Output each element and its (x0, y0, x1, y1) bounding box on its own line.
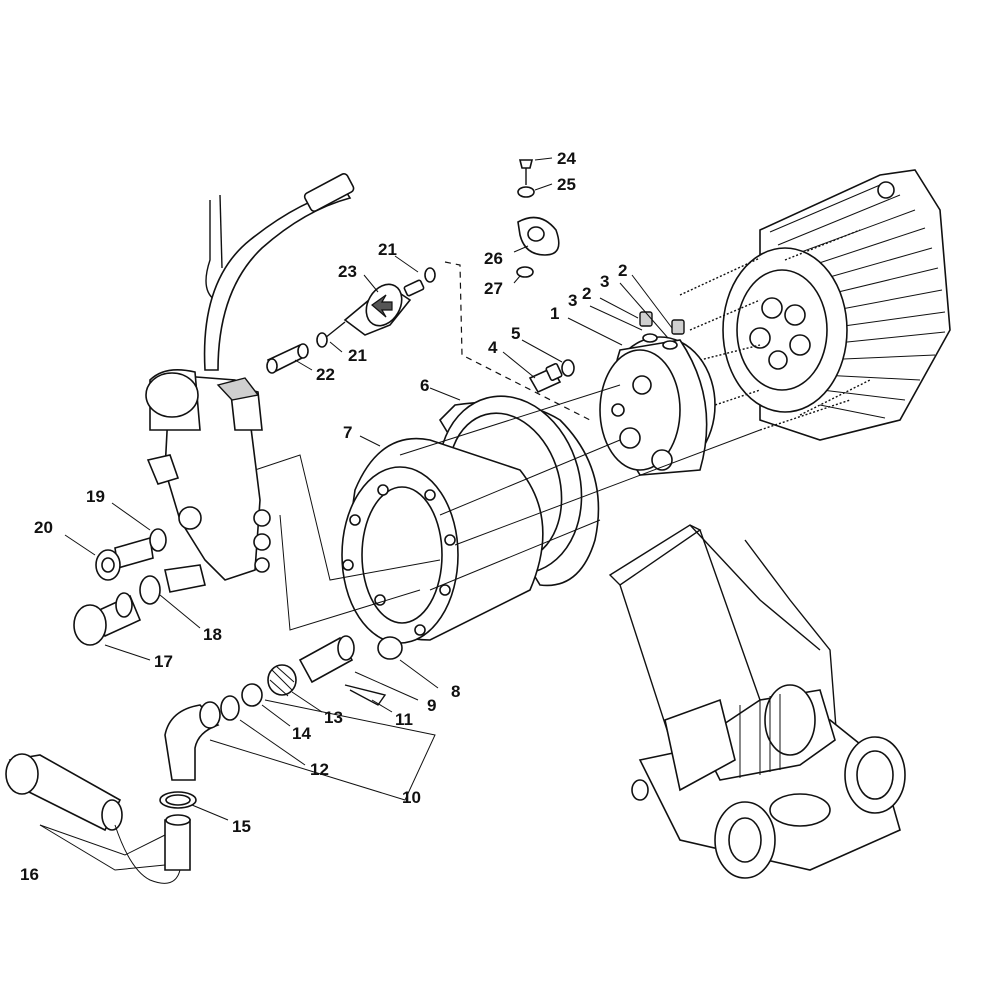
callout-3: 3 (600, 272, 609, 291)
callout-25: 25 (557, 175, 576, 194)
nipple-4-5 (528, 359, 575, 394)
callout-12: 12 (310, 760, 329, 779)
callout-4: 4 (488, 338, 498, 357)
assembly-lines (254, 384, 761, 631)
motor-housing (722, 169, 951, 441)
callout-11: 11 (395, 710, 413, 729)
clip-11 (344, 684, 387, 706)
valve-assembly (145, 172, 355, 593)
callout-8: 8 (451, 682, 460, 701)
callout-15: 15 (232, 817, 251, 836)
callout-20: 20 (34, 518, 53, 537)
callout-13: 13 (324, 708, 343, 727)
bell-housing (341, 437, 544, 644)
strainer-13 (267, 664, 297, 697)
callout-10: 10 (402, 788, 421, 807)
callout-18: 18 (203, 625, 222, 644)
leader-lines (64, 157, 673, 821)
callout-22: 22 (316, 365, 335, 384)
callout-1: 1 (550, 304, 559, 323)
callout-9: 9 (427, 696, 436, 715)
suction-hose-16 (5, 753, 191, 884)
callout-2: 2 (582, 284, 591, 303)
pump-head (599, 336, 716, 476)
callout-21: 21 (378, 240, 397, 259)
callout-16: 16 (20, 865, 39, 884)
cart-frame (608, 524, 906, 879)
washer-14 (241, 683, 263, 707)
callout-21: 21 (348, 346, 367, 365)
group-brackets (39, 699, 436, 871)
callout-26: 26 (484, 249, 503, 268)
nut-8 (377, 636, 403, 660)
callout-5: 5 (511, 324, 520, 343)
nipple-9 (298, 635, 355, 684)
threaded-studs (679, 229, 871, 431)
callout-14: 14 (292, 724, 311, 743)
callout-27: 27 (484, 279, 503, 298)
plug-set (639, 311, 685, 350)
banjo-bolt-large (73, 592, 142, 646)
filter-route-line (444, 261, 591, 421)
callout-17: 17 (154, 652, 173, 671)
callout-23: 23 (338, 262, 357, 281)
filter-assembly (266, 267, 436, 374)
callout-2: 2 (618, 261, 627, 280)
callout-24: 24 (557, 149, 576, 168)
washer-19 (149, 528, 167, 552)
washer-18 (139, 575, 161, 605)
bracket-hardware (516, 159, 560, 278)
banjo-bolt-small (95, 536, 154, 581)
elbow-fitting (164, 701, 221, 781)
callout-3: 3 (568, 291, 577, 310)
callout-19: 19 (86, 487, 105, 506)
callout-7: 7 (343, 423, 352, 442)
callout-labels: 1 2 2 3 3 4 5 6 7 8 9 10 11 12 13 14 15 … (20, 149, 627, 884)
o-ring-12 (220, 695, 240, 721)
callout-6: 6 (420, 376, 429, 395)
hose-clamp-15 (159, 791, 197, 809)
